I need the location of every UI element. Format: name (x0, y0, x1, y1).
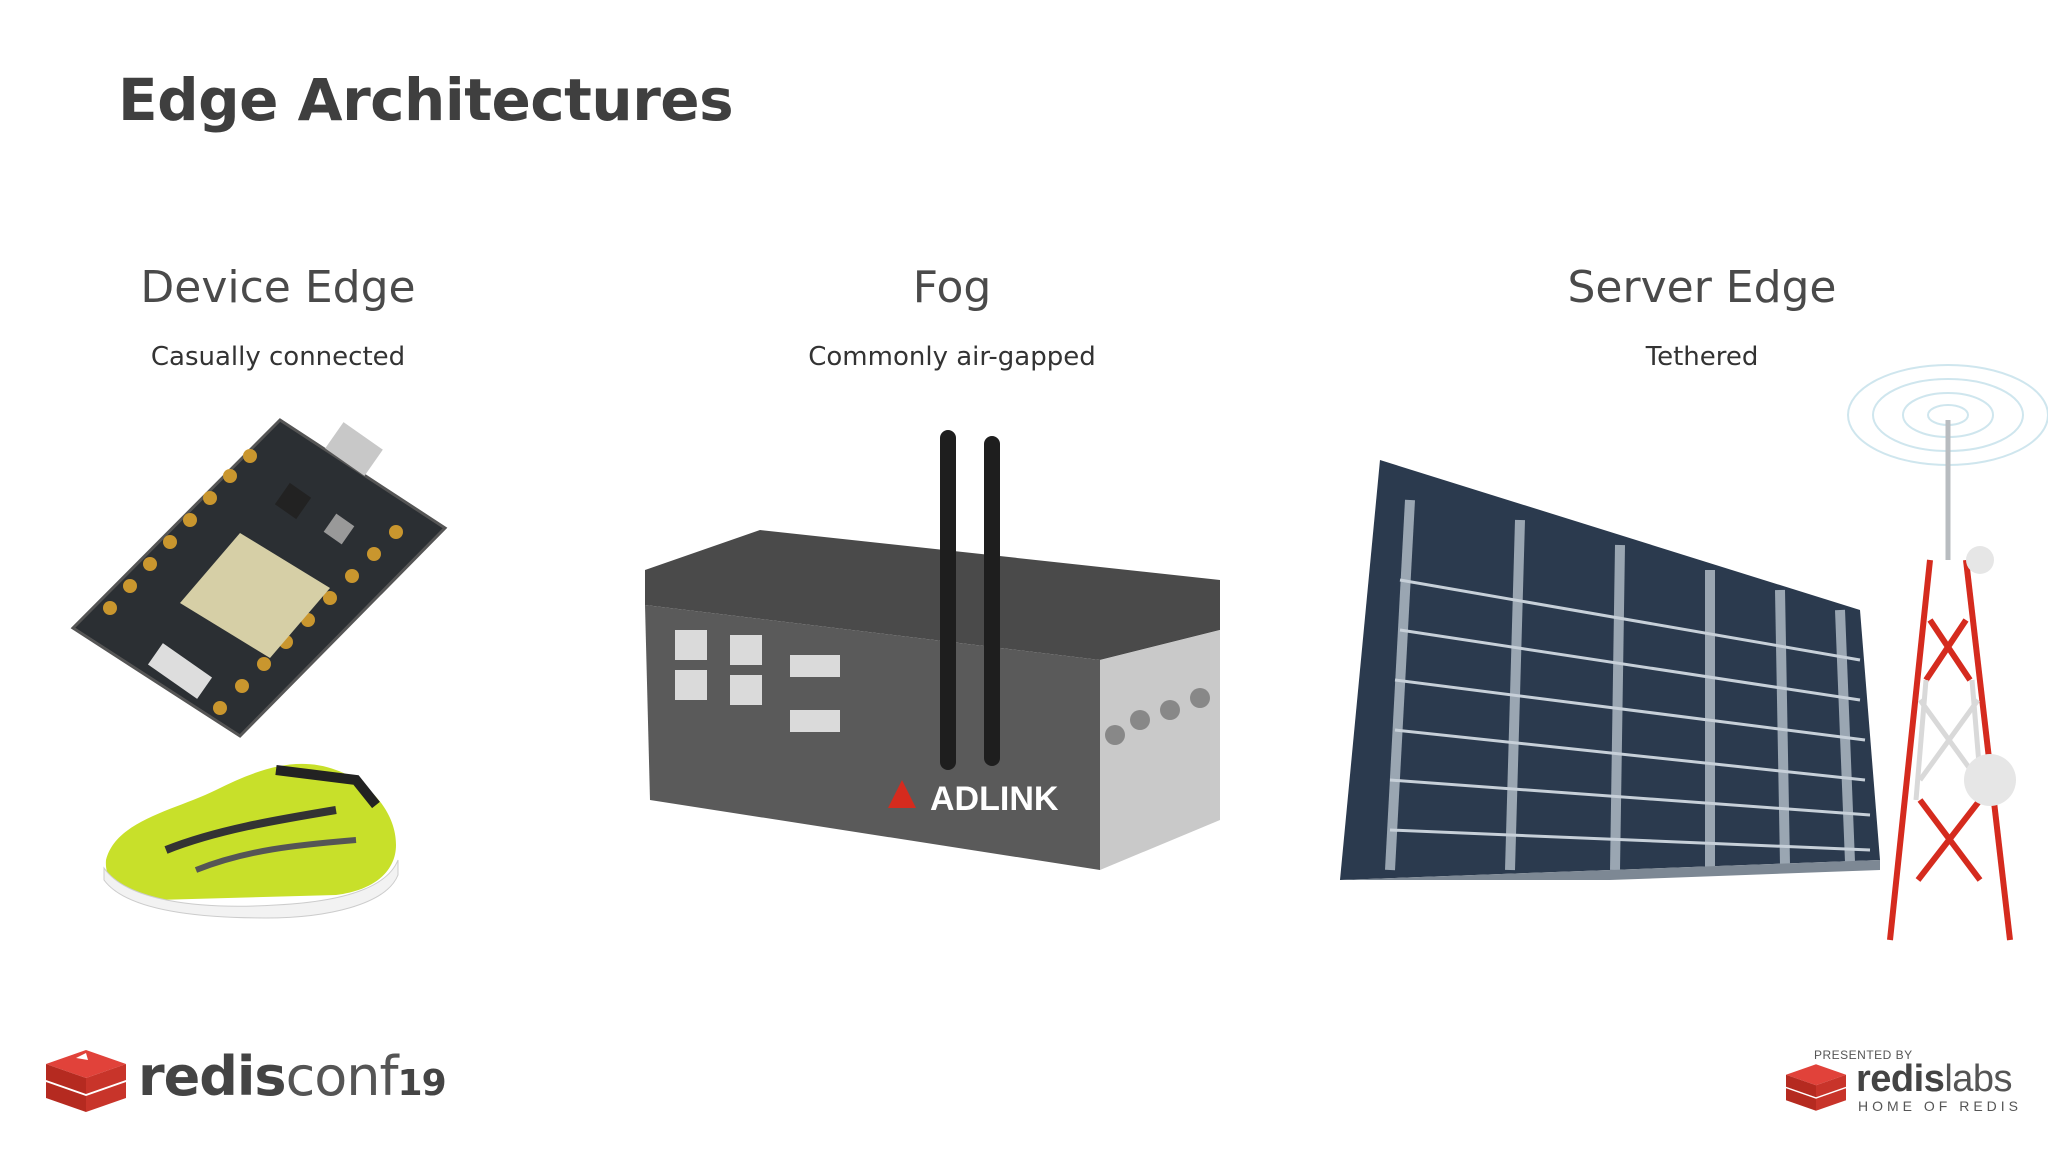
industrial-pc-image: ADLINK (645, 430, 1220, 870)
column-subtitle-server-edge: Tethered (1645, 342, 1759, 372)
column-subtitle-device-edge: Casually connected (150, 342, 406, 372)
presented-by-label: PRESENTED BY (1814, 1048, 1913, 1062)
column-heading-server-edge: Server Edge (1567, 262, 1837, 313)
column-heading-fog: Fog (912, 262, 992, 313)
column-heading-device-edge: Device Edge (140, 262, 416, 313)
adlink-label: ADLINK (930, 780, 1059, 818)
redislabs-logo-icon (1786, 1064, 1846, 1111)
redislabs-wordmark: redislabs (1856, 1058, 2013, 1100)
slide-title: Edge Architectures (118, 66, 734, 134)
redisconf-logo-icon (46, 1050, 126, 1112)
cell-tower-image (1847, 364, 2048, 941)
iot-board-image (70, 418, 448, 738)
redisconf-wordmark: redisconf19 (138, 1045, 447, 1108)
redislabs-tagline: HOME OF REDIS (1858, 1098, 2023, 1114)
sneaker-image (103, 763, 399, 919)
server-racks-image (1340, 460, 1880, 880)
column-subtitle-fog: Commonly air-gapped (808, 342, 1096, 372)
